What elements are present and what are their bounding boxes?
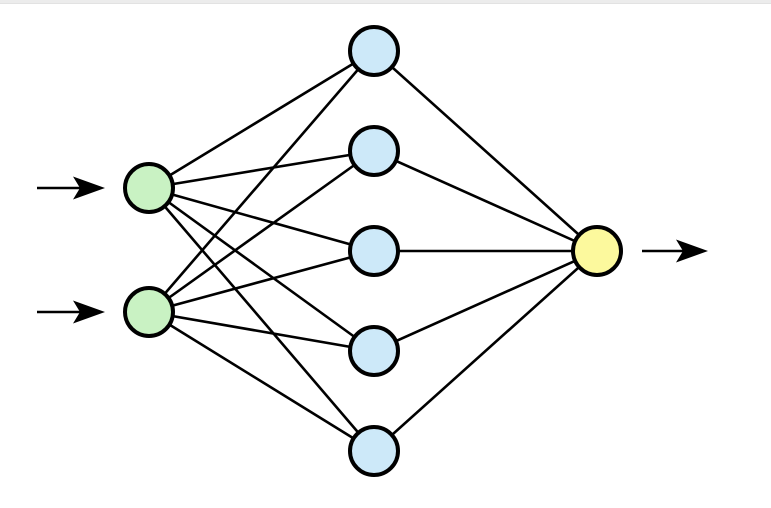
input-arrow-1-head-icon (73, 176, 105, 200)
edge-i2-h1 (148, 50, 375, 313)
hidden-node-5 (348, 425, 400, 477)
edge-i1-h2 (148, 149, 375, 190)
hidden-node-1 (348, 25, 400, 77)
edge-i1-h5 (148, 187, 375, 452)
edge-h5-o1 (373, 250, 598, 452)
hidden-node-4 (348, 325, 400, 377)
window-top-edge (0, 0, 771, 4)
input-node-1 (123, 162, 175, 214)
hidden-node-3 (348, 225, 400, 277)
edge-i2-h5 (148, 310, 375, 453)
edge-h2-o1 (373, 149, 598, 253)
edge-i2-h2 (148, 149, 375, 314)
output-arrow-head-icon (676, 239, 708, 263)
input-arrow-2 (37, 300, 105, 324)
edge-h4-o1 (373, 249, 598, 353)
edge-i1-h3 (148, 186, 375, 253)
edge-i2-h4 (148, 310, 375, 353)
hidden-node-2 (348, 125, 400, 177)
output-arrow (642, 239, 708, 263)
input-arrow-1 (37, 176, 105, 200)
edge-h1-o1 (373, 50, 598, 252)
output-node-1 (571, 225, 623, 277)
input-node-2 (123, 286, 175, 338)
edge-i2-h3 (148, 249, 375, 314)
input-arrow-2-head-icon (73, 300, 105, 324)
edge-i1-h1 (148, 49, 375, 190)
edge-i1-h4 (148, 186, 375, 353)
